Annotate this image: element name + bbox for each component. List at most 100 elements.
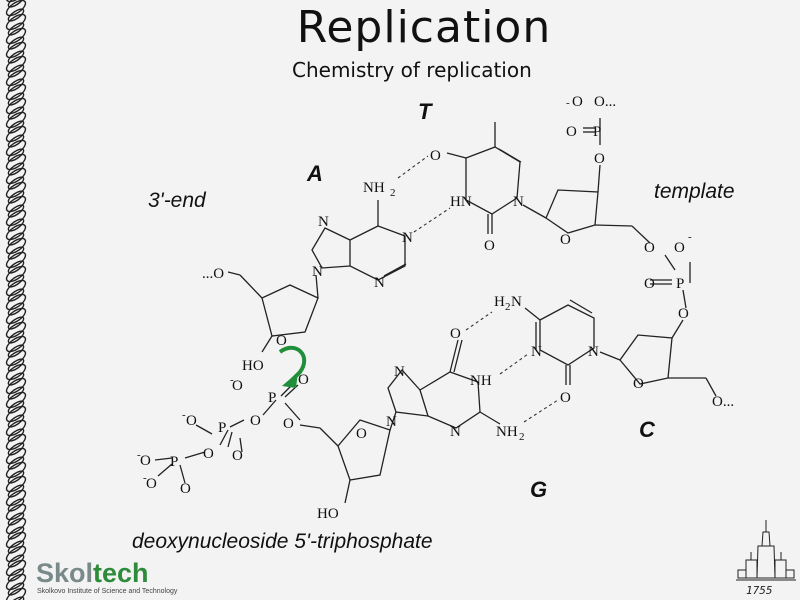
template-label: template bbox=[654, 180, 735, 203]
atom-ho: HO bbox=[242, 358, 264, 374]
atom-n: N bbox=[394, 364, 405, 380]
atom-o: O bbox=[644, 240, 655, 256]
charge-minus: - bbox=[566, 97, 570, 109]
base-label-g: G bbox=[530, 477, 548, 502]
charge-minus: - bbox=[137, 449, 141, 461]
triphosphate-label: deoxynucleoside 5'-triphosphate bbox=[132, 530, 433, 553]
chain-link bbox=[5, 279, 27, 297]
chain-link bbox=[7, 0, 25, 8]
atom-o: O bbox=[594, 151, 605, 167]
charge-minus: - bbox=[688, 231, 692, 243]
chain-link bbox=[7, 512, 25, 526]
sugar-template-bottom bbox=[619, 334, 673, 385]
chain-link bbox=[5, 27, 27, 45]
chain-link bbox=[7, 204, 25, 218]
chain-link bbox=[5, 461, 27, 479]
chain-link bbox=[5, 433, 27, 451]
chain-link bbox=[7, 246, 25, 260]
logo-part2: tech bbox=[93, 558, 149, 588]
chain-link bbox=[7, 540, 25, 554]
chain-link bbox=[5, 559, 27, 577]
chain-link bbox=[5, 503, 27, 521]
university-building-icon bbox=[736, 520, 796, 581]
atom-o: O bbox=[560, 232, 571, 248]
chain-link bbox=[7, 386, 25, 400]
chain-link bbox=[7, 134, 25, 148]
chain-link bbox=[5, 531, 27, 549]
atom-o: O bbox=[450, 326, 461, 342]
chain-link bbox=[7, 596, 25, 600]
atom-o: O bbox=[560, 390, 571, 406]
logo-part1: Skol bbox=[36, 558, 94, 588]
atom-n: N bbox=[513, 194, 524, 210]
chain-link bbox=[5, 391, 27, 409]
atom-p: P bbox=[676, 276, 684, 292]
chain-link bbox=[7, 414, 25, 428]
chain-link bbox=[5, 223, 27, 241]
atom-o: O bbox=[250, 413, 261, 429]
chain-link bbox=[5, 167, 27, 185]
logo-tagline: Skolkovo Institute of Science and Techno… bbox=[37, 588, 178, 595]
chain-link bbox=[7, 92, 25, 106]
chain-link bbox=[5, 363, 27, 381]
chain-link bbox=[5, 251, 27, 269]
chain-link bbox=[7, 316, 25, 330]
atom-n: N bbox=[318, 214, 329, 230]
chain-link bbox=[7, 232, 25, 246]
atom-o: O bbox=[484, 238, 495, 254]
chain-link bbox=[7, 176, 25, 190]
chain-link bbox=[5, 69, 27, 87]
chain-link bbox=[5, 237, 27, 255]
chain-link bbox=[7, 36, 25, 50]
atom-h2n: H bbox=[494, 294, 505, 310]
chain-link bbox=[7, 218, 25, 232]
chain-link bbox=[7, 106, 25, 120]
chain-link bbox=[7, 400, 25, 414]
chain-link bbox=[5, 265, 27, 283]
atom-o: O bbox=[674, 240, 685, 256]
chain-link bbox=[7, 568, 25, 582]
slide-subtitle: Chemistry of replication bbox=[292, 58, 532, 82]
chain-link bbox=[7, 64, 25, 78]
subscript: 2 bbox=[519, 431, 525, 443]
hydrogen-bonds bbox=[397, 155, 559, 423]
chain-link bbox=[7, 330, 25, 344]
chain-link bbox=[5, 349, 27, 367]
subscript: 2 bbox=[505, 301, 511, 313]
chain-link bbox=[7, 344, 25, 358]
atom-p: P bbox=[593, 124, 601, 140]
atom-o-dots: O... bbox=[594, 94, 616, 110]
chain-link bbox=[5, 153, 27, 171]
chain-link bbox=[5, 83, 27, 101]
chain-link bbox=[7, 288, 25, 302]
chain-link bbox=[5, 587, 27, 600]
base-label-t: T bbox=[418, 99, 432, 124]
atom-dots-o: ...O bbox=[202, 266, 224, 282]
chain-border-decoration bbox=[5, 0, 27, 600]
atom-hn: HN bbox=[450, 194, 472, 210]
chain-link bbox=[5, 41, 27, 59]
chain-link bbox=[5, 321, 27, 339]
slide-title: Replication bbox=[296, 2, 552, 53]
chain-link bbox=[5, 55, 27, 73]
year-label: 1755 bbox=[746, 584, 773, 597]
atom-nh2: NH bbox=[363, 180, 385, 196]
chain-link bbox=[7, 554, 25, 568]
atom-o: O bbox=[203, 446, 214, 462]
chain-link bbox=[5, 97, 27, 115]
chain-link bbox=[7, 302, 25, 316]
atom-o: O bbox=[572, 94, 583, 110]
atom-o: O bbox=[140, 453, 151, 469]
chain-link bbox=[7, 50, 25, 64]
chain-link bbox=[5, 377, 27, 395]
atom-p: P bbox=[218, 420, 226, 436]
chain-link bbox=[7, 442, 25, 456]
chain-link bbox=[5, 209, 27, 227]
chain-link bbox=[7, 484, 25, 498]
charge-minus: - bbox=[182, 409, 186, 421]
chain-link bbox=[7, 274, 25, 288]
atom-n: N bbox=[312, 264, 323, 280]
